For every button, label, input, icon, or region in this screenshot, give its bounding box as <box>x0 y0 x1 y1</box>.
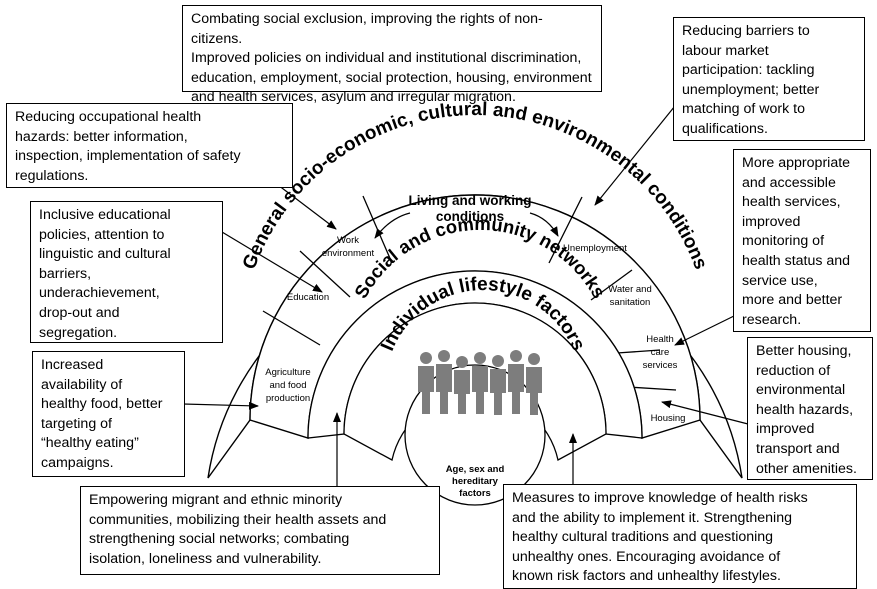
box-social-exclusion: Combating social exclusion, improving th… <box>182 5 602 105</box>
segment-education: Education <box>287 292 329 303</box>
arrow-occupational <box>277 184 337 230</box>
living-working-label: Living and working conditions <box>408 193 531 224</box>
segment-agriculture: Agriculture and food production <box>265 367 310 404</box>
living-working-right-arrow <box>529 212 559 237</box>
svg-text:Work: Work <box>337 235 359 246</box>
svg-text:services: services <box>643 360 678 371</box>
arrow-housing <box>661 400 749 425</box>
svg-text:care: care <box>651 347 669 358</box>
box-occupational-health: Reducing occupational health hazards: be… <box>6 103 293 188</box>
living-working-left-arrow <box>374 212 411 239</box>
box-health-services: More appropriate and accessible health s… <box>733 149 871 332</box>
box-labour-market: Reducing barriers to labour market parti… <box>673 17 865 141</box>
svg-text:Education: Education <box>287 292 329 303</box>
segment-work-environment: Work environment <box>322 235 375 259</box>
arrow-educational <box>221 231 323 293</box>
svg-text:Age, sex and: Age, sex and <box>446 464 505 475</box>
svg-text:environment: environment <box>322 248 375 259</box>
arrow-health-services <box>674 314 737 346</box>
box-healthy-food: Increased availability of healthy food, … <box>32 351 185 477</box>
svg-text:Housing: Housing <box>651 413 686 424</box>
svg-text:sanitation: sanitation <box>610 297 651 308</box>
svg-text:Agriculture: Agriculture <box>265 367 310 378</box>
box-knowledge-health-risks: Measures to improve knowledge of health … <box>503 484 857 589</box>
arrow-food <box>182 401 259 410</box>
svg-text:Unemployment: Unemployment <box>563 243 627 254</box>
arrow-labour <box>594 95 684 206</box>
box-better-housing: Better housing, reduction of environment… <box>747 337 873 480</box>
svg-text:Health: Health <box>646 334 673 345</box>
box-inclusive-education: Inclusive educational policies, attentio… <box>30 201 223 343</box>
segment-health-care: Health care services <box>643 334 678 371</box>
svg-text:and food: and food <box>270 380 307 391</box>
svg-text:factors: factors <box>459 488 491 499</box>
svg-text:Water and: Water and <box>608 284 651 295</box>
segment-dividers <box>262 195 677 391</box>
svg-text:hereditary: hereditary <box>452 476 499 487</box>
segment-unemployment: Unemployment <box>563 243 627 254</box>
svg-text:Living and working: Living and working <box>408 193 531 208</box>
people-silhouettes-icon <box>418 350 542 415</box>
core-label: Age, sex and hereditary factors <box>446 464 505 499</box>
box-empowering-communities: Empowering migrant and ethnic minority c… <box>80 486 440 575</box>
svg-text:conditions: conditions <box>436 209 504 224</box>
svg-text:production: production <box>266 393 310 404</box>
segment-housing: Housing <box>651 413 686 424</box>
segment-water-sanitation: Water and sanitation <box>608 284 651 308</box>
